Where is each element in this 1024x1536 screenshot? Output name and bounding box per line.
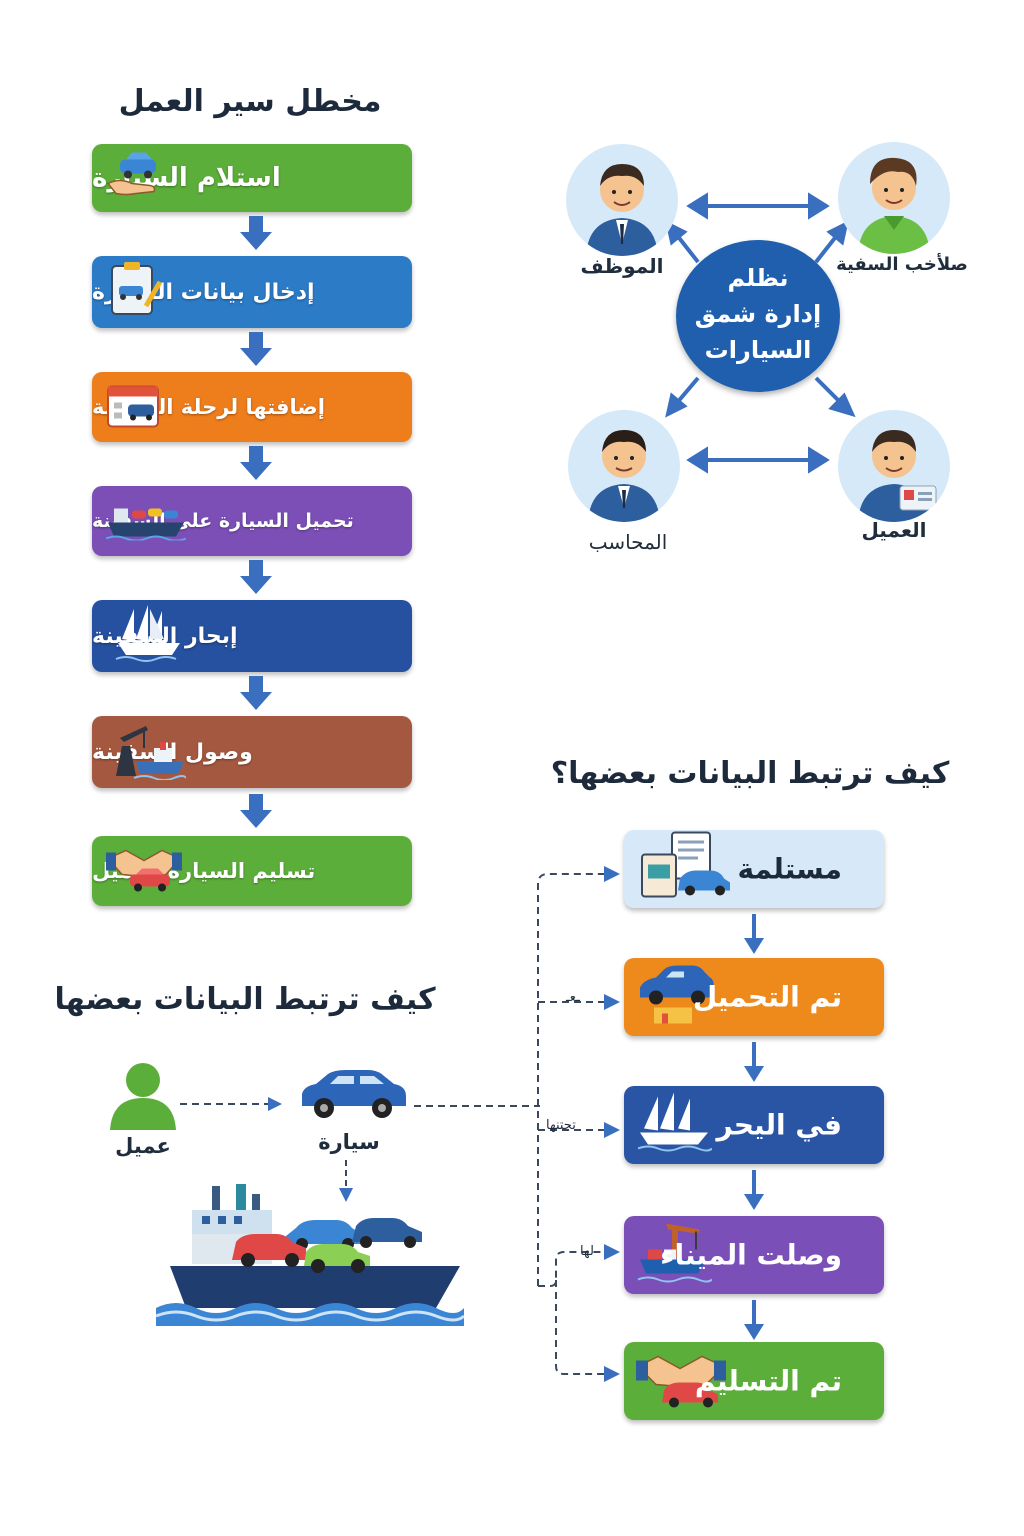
down-arrow-icon [240, 332, 272, 366]
clipboard-document-car-icon [636, 831, 732, 908]
down-arrow-icon [240, 794, 272, 828]
status-label: وصلت الميناء [660, 1238, 842, 1272]
status-dashed-connectors [537, 866, 620, 1382]
status-at-sea: في اليحر [624, 1086, 884, 1164]
car-management-system-hub: نظلم إدارة شمق السيارات [676, 240, 840, 392]
status-label: تم التسليم [694, 1364, 842, 1398]
customer-person-icon [108, 1060, 178, 1134]
hub-text-line: نظلم [727, 264, 789, 292]
sailing-ship-icon [636, 1091, 713, 1160]
status-loaded: تم التحميل [624, 958, 884, 1036]
connector-note: لها [580, 1244, 594, 1259]
port-crane-ship-icon [636, 1220, 713, 1291]
connector-note: ـعـ [566, 990, 580, 1005]
hub-text-line: إدارة شمق [694, 300, 822, 328]
calendar-car-icon [106, 381, 160, 434]
workflow-title: مخطل سير العمل [118, 84, 382, 119]
clipboard-car-icon [106, 260, 163, 324]
down-arrow-icon [240, 676, 272, 710]
relations-title: كيف ترتبط البيانات بعضها [54, 982, 436, 1017]
ferry-cars-icon [105, 497, 187, 546]
down-arrow-icon [744, 914, 764, 954]
down-arrow-icon [240, 560, 272, 594]
down-arrow-icon [240, 446, 272, 480]
status-flow-title: كيف ترتبط البيانات بعضها؟ [550, 756, 950, 791]
hand-car-icon [106, 150, 170, 207]
car-to-ship-arrow [339, 1160, 353, 1202]
workflow-step-sail: إبحار السفينة [92, 600, 412, 672]
workflow-step-load-car: تحميل السيارة على السفينة [92, 486, 412, 556]
down-arrow-icon [744, 1300, 764, 1340]
car-ferry-illustration [155, 1184, 466, 1330]
sailing-ship-icon [114, 603, 184, 669]
accountant-label: المحاسب [588, 530, 668, 554]
workflow-step-enter-data: إدخال بيانات السيارة [92, 256, 412, 328]
workflow-step-label: وصول السفينة [92, 739, 253, 765]
status-label: في اليحر [716, 1108, 842, 1142]
hub-text-line: السيارات [704, 336, 812, 364]
ship-owner-avatar [838, 142, 950, 254]
car-to-status-connector [414, 1105, 540, 1107]
handshake-car-icon [636, 1347, 726, 1416]
handshake-car-icon [106, 843, 182, 900]
workflow-step-add-to-voyage: إضافتها لرحلة السفينة [92, 372, 412, 442]
car-caption: سيارة [318, 1130, 380, 1154]
car-icon [298, 1070, 410, 1124]
connector-note: تجتنها [546, 1118, 576, 1133]
status-delivered: تم التسليم [624, 1342, 884, 1420]
status-arrived-port: وصلت الميناء [624, 1216, 884, 1294]
workflow-step-ship-arrival: وصول السفينة [92, 716, 412, 788]
workflow-step-deliver-car: تسليم السيارة العميل [92, 836, 412, 906]
down-arrow-icon [744, 1170, 764, 1210]
status-received: مستلمة [624, 830, 884, 908]
accountant-avatar [568, 410, 680, 522]
port-crane-ship-icon [106, 718, 187, 786]
status-label: مستلمة [737, 852, 842, 886]
employee-avatar [566, 144, 678, 256]
status-label: تم التحميل [692, 980, 842, 1014]
workflow-step-receive-car: استلام السيارة [92, 144, 412, 212]
employee-label: الموظف [580, 254, 664, 278]
down-arrow-icon [240, 216, 272, 250]
customer-avatar [838, 410, 950, 522]
car-loading-icon [636, 962, 716, 1033]
ship-owner-label: صلأخب السفية [836, 254, 968, 275]
customer-label: العميل [861, 518, 927, 542]
customer-caption: عميل [115, 1134, 171, 1158]
down-arrow-icon [744, 1042, 764, 1082]
actor-connectors [665, 192, 856, 474]
customer-to-car-arrow [180, 1097, 282, 1111]
